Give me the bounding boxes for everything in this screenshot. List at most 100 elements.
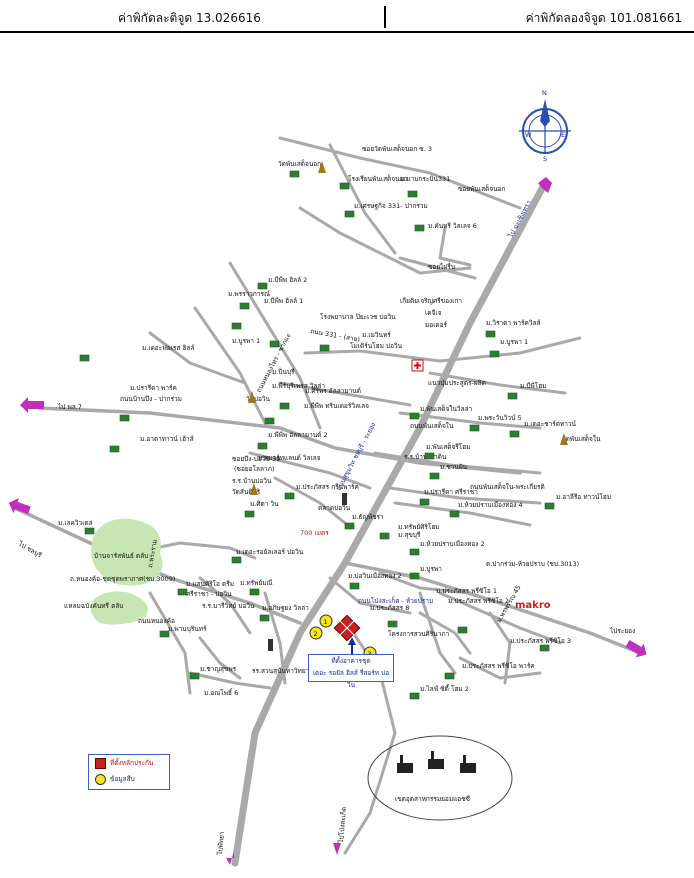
label-m-burapha1b: ม.บูรพา 1 — [500, 338, 528, 346]
label-m-the-royal: ม.เดอะรอยัลเลอร์ บ่อวิน — [236, 548, 304, 556]
header-divider — [384, 6, 386, 28]
label-m-prasit-park: ม.ประภัสสร พรีซิโอ พาร์ค — [462, 662, 535, 670]
label-m-bpf2: ม.บีพีพ ฮิลล์ 2 — [268, 276, 307, 284]
legend-row-project: ที่ตั้งหลักประกัน — [89, 755, 169, 771]
label-m-sansiri: ม.แสนศิริโอ ดรีม — [186, 580, 234, 588]
label-rd-tohuay: ถนนโป่งสะเก็ต - ห้วยปราบ — [358, 596, 433, 605]
compass-n: N — [542, 89, 547, 97]
label-tamuang: เกียติยเจริญศรีของเก่า — [400, 297, 462, 305]
label-m-siriporn: ม.ศิริพร อัลลามานด์ — [305, 387, 361, 395]
label-soi-phairoj: ซอยไผ่รื่น — [428, 262, 456, 271]
house-icons — [79, 170, 555, 700]
label-m-pratab: ม.ปรารีดา พาร์ค — [130, 384, 177, 392]
location-map: เขตอุตสาหกรรมยอมแอชซี N S E W ซอยวัดพันเ… — [8, 89, 647, 867]
label-m-asiat: ม.อาลีรีอ ทาวน์โฮม — [556, 493, 611, 501]
industrial-area — [367, 735, 513, 821]
map-labels: ซอยวัดพันเสด็จนอก ซ. 3 โรงเรียนพันเสด็จน… — [16, 144, 635, 856]
compass-icon: N S E W — [519, 89, 571, 163]
label-m-sitawin: ม.ศิตา วิน — [250, 500, 279, 508]
label-m-sriracha: ศรีราชา - บ่อวิน — [186, 590, 232, 598]
compass-s: S — [543, 155, 547, 163]
label-m-the-forest: ม.เดอะฟอเรส ฮิลล์ — [142, 344, 194, 352]
label-motors: มอเตอร์ — [425, 321, 448, 329]
label-soi-bowin39: ซอยบึง-บ่อวิน 39 — [232, 455, 280, 463]
label-wat-santi: วัดสันติศิริ — [232, 488, 261, 496]
label-soi-39b: (ซอยอโลลาภ) — [234, 465, 275, 473]
label-m-pfn2: ม.พีพีพ อัลลามานด์ 2 — [268, 431, 328, 439]
label-m-pinburi: ม.ปิ่นบุรี — [272, 367, 295, 376]
label-m-smartland: ม.สมาร์ทแลนด์ วิลเลจ — [258, 454, 321, 462]
label-m-pattana5: ม.พระวันวิวน์ 5 — [478, 414, 522, 422]
label-to-pongnamron: ไปโป่งสะเก็ต — [336, 806, 348, 844]
traffic-light-icons — [268, 493, 347, 651]
label-m-huayprap-muang2: ม.บ่อวินเมืองทอง 2 — [348, 572, 402, 580]
label-m-mevarin: ม.เมวินทร์ — [362, 331, 391, 339]
label-rd-huayprap: ต.ปากร่วม-ห้วยปราบ (ชบ.3013) — [486, 560, 579, 568]
label-m-phanrat: ม.พันเสด็จในวิลล่า — [420, 404, 473, 413]
label-m-atipphong: ม.อภิษฐยง วิลล่า — [262, 604, 309, 612]
factory-icons — [397, 751, 476, 773]
label-rd-wangree: ถนนบ้านบึง - ปากร่วม — [120, 395, 182, 403]
label-m-chandin: ม.ชวนฝัน — [440, 463, 468, 471]
label-rd-chonburi: ถนนหนองค้อ — [138, 617, 175, 625]
project-callout: ที่ตั้งอาคารชุด เดอะ รอยัล ฮิลส์ รีสอร์ท… — [308, 654, 394, 689]
temple-icons — [248, 161, 568, 495]
map-legend: ที่ตั้งหลักประกัน ข้อมูลสืบ — [88, 754, 170, 790]
label-m-laem: ม.เลควิวเดล่ — [58, 519, 93, 527]
label-wat-phan: วัดพันเสด็จนอก — [278, 159, 321, 168]
label-m-bureau: ม.บูรพา — [420, 565, 442, 573]
label-to-pattaya7: ไป พล.7 — [57, 403, 82, 411]
label-m-bpf1: ม.บีพีพ ฮิลล์ 1 — [264, 297, 303, 305]
label-m-prasit1: ม.ประภัสสร พรีซิโอ 1 — [436, 587, 497, 595]
label-market: ตลาดบ่อวิน — [318, 504, 351, 512]
label-m-prasit2: ม.ประภัสสร พรีซิโอ 2 — [448, 597, 509, 605]
label-m-mabkrasin: ม.มาบกระบิน331 — [400, 175, 450, 183]
project-callout-line2: เดอะ รอยัล ฮิลส์ รีสอร์ท บ่อวิน — [312, 669, 390, 689]
compass-e: E — [561, 131, 565, 139]
label-m-baanrun: บ้านจารัสพันธ์ ตลับ — [94, 552, 148, 560]
label-soi-phanthong-3: ซอยวัดพันเสด็จนอก ซ. 3 — [362, 144, 432, 153]
legend-project-label: ที่ตั้งหลักประกัน — [110, 759, 154, 767]
label-m-prakasit8: ม.ประภัสสร 8 — [370, 604, 409, 612]
label-project-area: โครงการสวนศิรินาภา — [388, 630, 450, 638]
label-m-phrao: ม.พรราวการณ์ — [228, 290, 270, 298]
label-rd-phankla: ถนนพันเสด็จใน — [410, 421, 454, 430]
golf-area-1 — [91, 518, 163, 586]
label-m-sukburi: ม.สุขบุรี — [398, 531, 421, 539]
label-m-burapha1: ม.บูรพา 1 — [232, 337, 260, 345]
label-m-prasit3: ม.ประภัสสร พรีซิโอ 3 — [510, 637, 571, 645]
label-m-setthakit: ม.เศรษฐกิจ 331- ปากร่วม — [354, 202, 428, 210]
label-kechae: เคจีเจ — [425, 309, 442, 317]
secondary-roads — [13, 136, 642, 855]
label-m-prateep: ม.ปรารีดา ศรีราชา — [424, 488, 478, 496]
label-m-huayprap4: ม.ห้วยปราบเมืองทอง 4 — [458, 501, 523, 509]
point-1: 1 — [324, 618, 328, 626]
label-m-phanburi: ม.พีร์บุรีเพรส วิลล่า — [272, 382, 325, 390]
label-m-huayprap2: ม.ห้วยปราบเมืองทอง 2 — [420, 540, 485, 548]
label-m-pinphet: ม.พันเสด็จรีโฮม — [426, 442, 471, 451]
label-m-life-city: ม.ไลฟ์ ซิตี้ โฮม 2 — [420, 684, 469, 693]
label-m-wirakot: ม.วิราดา พาร์ควิลล์ — [486, 319, 540, 327]
label-to-rayong: ไประยอง — [609, 627, 635, 635]
project-arrow-icon — [348, 637, 356, 645]
label-soi-phan-nok: ซอยพันเสด็จนอก — [458, 184, 505, 193]
label-m-kankri6: ม.คันทรี วิลเลจ 6 — [428, 222, 477, 230]
label-rongrian-phan: โรงเรียนพันเสด็จนอก — [348, 174, 407, 183]
project-callout-line1: ที่ตั้งอาคารชุด — [331, 657, 371, 665]
label-m-ppb: ม.พีพีพ ทรินเดอร์วิลเลจ — [304, 402, 369, 410]
label-rd-bantan: แนวปุ่มประสูตร-ผลิต — [428, 379, 486, 387]
label-m-bphome: ม.บีพีโฮม — [520, 382, 547, 390]
label-makro: makro — [515, 600, 551, 611]
label-rr-marsri: ร.ร.มารีวิทย์ บ่อวิน — [202, 602, 255, 610]
label-wat-phan-nai: วัดพันเสด็จใน — [562, 434, 601, 443]
label-rd-chaya: ถนนพันเสด็จใน-พระเกียรติ — [470, 482, 545, 491]
legend-row-points: ข้อมูลสืบ — [89, 771, 169, 787]
point-2: 2 — [314, 630, 318, 638]
project-site-icon — [333, 614, 361, 642]
main-highway — [231, 179, 549, 867]
label-m-supphamitr: ม.ทรัพย์มณี — [240, 579, 273, 587]
direction-arrows — [8, 177, 647, 865]
golf-area-2 — [91, 591, 148, 625]
label-hospital: โรงพยาบาล ปิยะเวช บ่อวิน — [320, 313, 396, 321]
label-rr-sunanta: รร.สวนสุนันทาวิทยาลัย — [252, 667, 317, 675]
